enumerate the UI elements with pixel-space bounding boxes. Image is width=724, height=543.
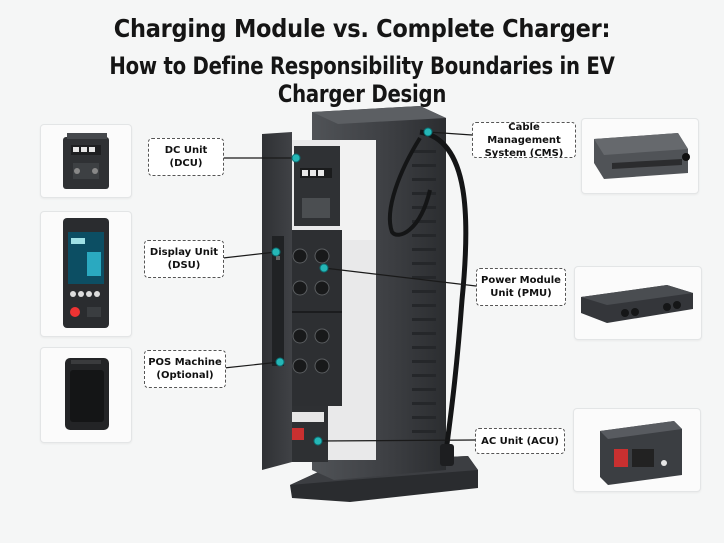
dcu-thumbnail: [40, 124, 132, 198]
label-dsu-line2: (DSU): [167, 260, 201, 271]
label-pmu-line1: Power Module: [481, 275, 561, 286]
display-unit-icon: [63, 218, 109, 328]
cms-thumbnail: [581, 118, 699, 194]
pmu-callout-dot: [319, 263, 329, 273]
label-acu-line1: AC Unit (ACU): [481, 435, 559, 447]
label-dsu: Display Unit (DSU): [144, 240, 224, 278]
label-cms-line2: System (CMS): [484, 147, 564, 159]
pos-machine-icon: [65, 358, 109, 430]
dsu-thumbnail: [40, 211, 132, 337]
label-pos-line1: POS Machine: [148, 357, 222, 368]
label-pos-line2: (Optional): [156, 370, 214, 381]
label-pmu-line2: Unit (PMU): [490, 288, 552, 299]
pmu-thumbnail: [574, 266, 702, 340]
acu-thumbnail: [573, 408, 701, 492]
cable-management-icon: [594, 133, 690, 179]
pos-callout-dot: [275, 357, 285, 367]
label-acu: AC Unit (ACU): [475, 428, 565, 454]
label-dcu: DC Unit (DCU): [148, 138, 224, 176]
cms-callout-dot: [423, 127, 433, 137]
power-modules-in-cabinet: [288, 230, 342, 406]
dsu-callout-dot: [271, 247, 281, 257]
power-module-icon: [581, 285, 693, 323]
dc-unit-icon: [63, 133, 109, 189]
label-dcu-line2: (DCU): [169, 158, 203, 169]
pos-thumbnail: [40, 347, 132, 443]
label-cms-line1: Cable Management: [487, 121, 561, 146]
label-dsu-line1: Display Unit: [149, 247, 219, 258]
label-dcu-line1: DC Unit: [164, 145, 208, 156]
label-pos: POS Machine (Optional): [144, 350, 226, 388]
charging-cable: [419, 129, 469, 453]
charger-door: [262, 132, 292, 470]
title-line-1: Charging Module vs. Complete Charger:: [113, 14, 611, 43]
acu-callout-dot: [313, 436, 323, 446]
label-pmu: Power Module Unit (PMU): [476, 268, 566, 306]
ac-unit-icon: [600, 421, 682, 485]
dcu-callout-dot: [291, 153, 301, 163]
title-line-2: How to Define Responsibility Boundaries …: [109, 52, 615, 108]
label-cms: Cable Management System (CMS): [472, 121, 576, 159]
